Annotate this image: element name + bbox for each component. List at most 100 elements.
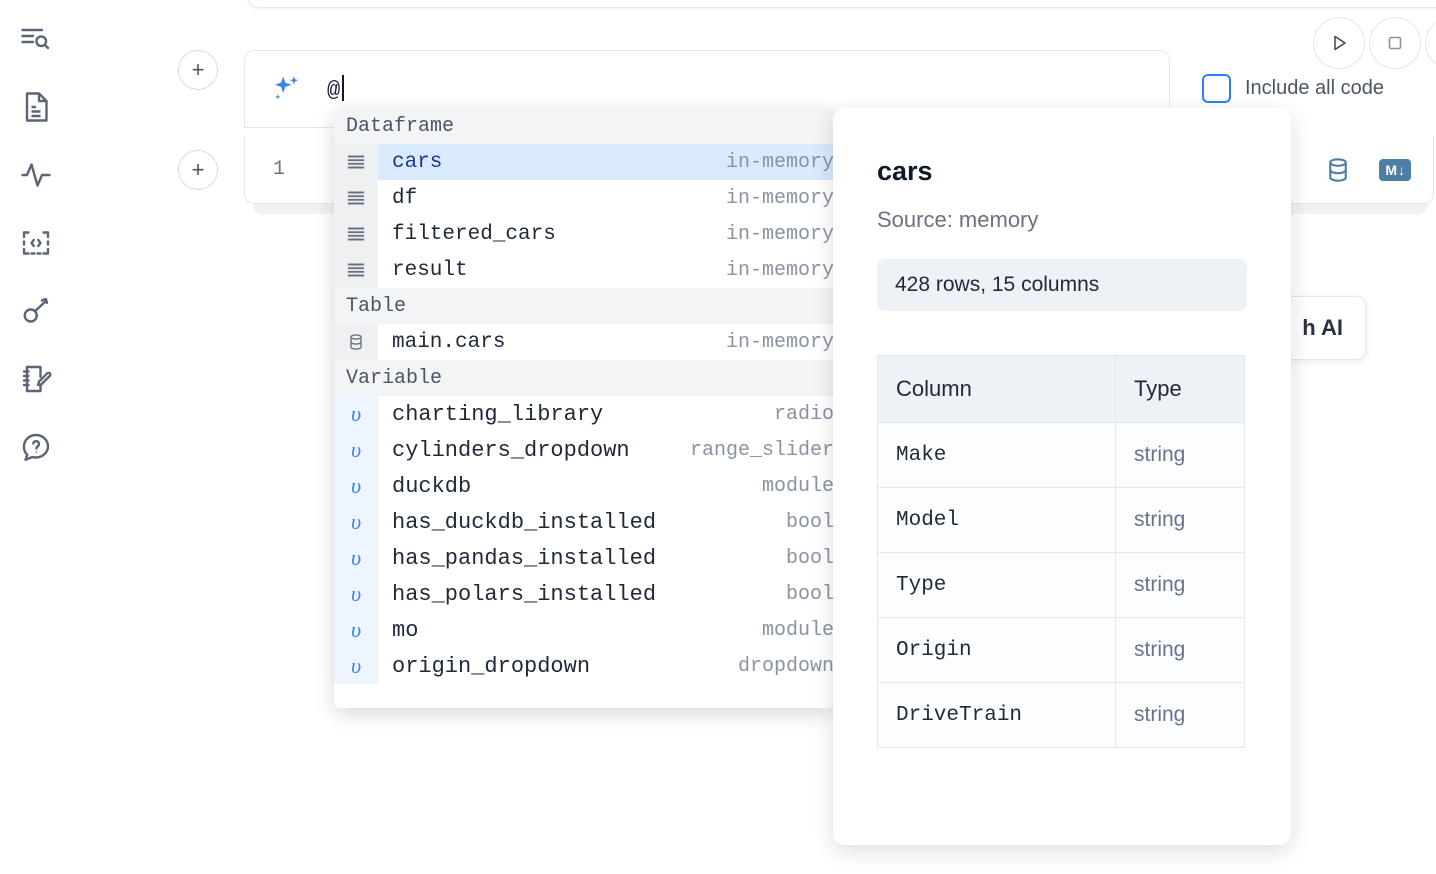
autocomplete-item-type: radio [773,402,834,426]
schema-column-type: string [1115,617,1245,683]
schema-column-name: DriveTrain [877,682,1116,748]
autocomplete-item-name: result [392,258,468,282]
dataset-info-panel: cars Source: memory 428 rows, 15 columns… [833,108,1291,845]
explore-outline-icon[interactable] [13,16,59,62]
autocomplete-item-type: range_slider [689,438,834,462]
autocomplete-item-type: dropdown [737,654,834,678]
schema-column-name: Origin [877,617,1116,683]
plus-icon: + [191,157,205,182]
schema-column-type: string [1115,682,1245,748]
left-icon-rail [0,0,72,874]
autocomplete-item[interactable]: main.cars in-memory [334,324,834,360]
key-secrets-icon[interactable] [13,288,59,334]
dataset-source: Source: memory [877,207,1039,232]
schema-column-name: Make [877,422,1116,488]
more-actions-button[interactable] [1425,17,1436,69]
autocomplete-item-type: in-memory [725,186,834,210]
dataframe-icon [334,180,378,216]
schema-column-type: string [1115,422,1245,488]
variable-icon: υ [334,432,378,468]
variable-icon: υ [334,576,378,612]
autocomplete-item[interactable]: υ origin_dropdown dropdown [334,648,834,684]
variable-icon: υ [334,396,378,432]
text-caret [341,75,344,101]
autocomplete-item-type: bool [785,510,834,534]
autocomplete-item[interactable]: υ cylinders_dropdown range_slider [334,432,834,468]
include-all-code-row[interactable]: Include all code [1202,74,1384,103]
schema-table-header-row: Column Type [877,355,1245,423]
dataframe-icon [334,144,378,180]
variable-icon: υ [334,468,378,504]
autocomplete-group-header: Table [334,288,834,324]
autocomplete-item-name: main.cars [392,330,506,354]
autocomplete-item-type: in-memory [725,222,834,246]
autocomplete-item-name: df [392,186,418,210]
autocomplete-item-type: in-memory [725,150,834,174]
ai-prompt-value: @ [327,78,341,103]
markdown-arrow: ↓ [1398,161,1405,178]
stop-button[interactable] [1369,17,1421,69]
autocomplete-item-name: cylinders_dropdown [392,437,630,463]
sparkle-ai-icon [269,72,303,106]
plus-icon: + [191,57,205,82]
autocomplete-item-type: module [761,618,834,642]
autocomplete-item-name: filtered_cars [392,222,556,246]
add-cell-below-button[interactable]: + [178,150,218,190]
markdown-icon[interactable]: M↓ [1379,158,1411,181]
notebook-edit-icon[interactable] [13,356,59,402]
autocomplete-item-type: in-memory [725,330,834,354]
autocomplete-item[interactable]: df in-memory [334,180,834,216]
cell-toolbar: M↓ [1323,155,1411,185]
autocomplete-item-name: has_duckdb_installed [392,509,657,535]
autocomplete-item-name: mo [392,617,419,643]
variable-icon: υ [334,504,378,540]
schema-header-type: Type [1115,355,1245,423]
schema-column-type: string [1115,487,1245,553]
autocomplete-item-type: bool [785,546,834,570]
variable-icon: υ [334,648,378,684]
add-cell-above-button[interactable]: + [178,50,218,90]
help-chat-icon[interactable] [13,424,59,470]
autocomplete-item-type: bool [785,582,834,606]
database-icon[interactable] [1323,155,1353,185]
run-button[interactable] [1313,17,1365,69]
autocomplete-item[interactable]: cars in-memory [334,144,834,180]
schema-column-type: string [1115,552,1245,618]
autocomplete-item[interactable]: filtered_cars in-memory [334,216,834,252]
autocomplete-item-name: has_pandas_installed [392,545,657,571]
above-cell-panel [248,0,1436,8]
schema-header-column: Column [877,355,1116,423]
code-snippet-icon[interactable] [13,220,59,266]
dataset-shape: 428 rows, 15 columns [877,259,1247,311]
include-all-code-checkbox[interactable] [1202,74,1231,103]
autocomplete-item[interactable]: υ has_duckdb_installed bool [334,504,834,540]
autocomplete-item-name: origin_dropdown [392,653,591,679]
file-document-icon[interactable] [13,84,59,130]
line-number: 1 [272,158,285,181]
dataframe-icon [334,216,378,252]
table-database-icon [334,324,378,360]
autocomplete-group-header: Dataframe [334,108,834,144]
variable-icon: υ [334,612,378,648]
autocomplete-item-name: cars [392,150,443,174]
variable-icon: υ [334,540,378,576]
autocomplete-item-name: duckdb [392,473,472,499]
chat-with-ai-label: h AI [1302,315,1343,340]
activity-pulse-icon[interactable] [13,152,59,198]
autocomplete-item[interactable]: υ has_pandas_installed bool [334,540,834,576]
ai-prompt-input[interactable]: @ [327,75,344,103]
dataframe-icon [334,252,378,288]
